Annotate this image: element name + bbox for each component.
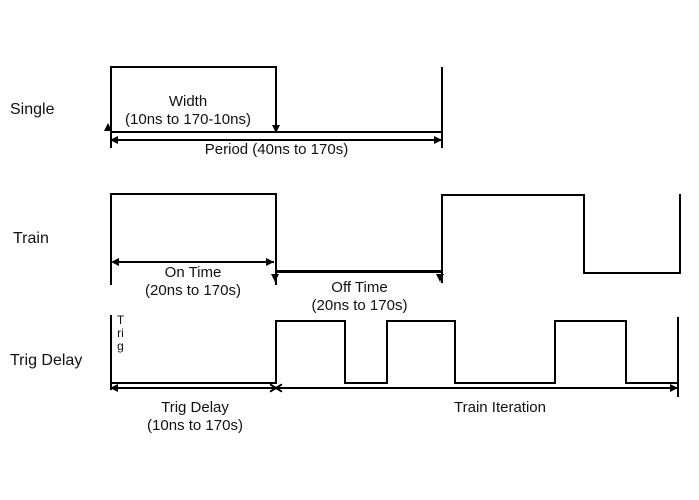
- single-falling-edge: [275, 66, 277, 133]
- width-annotation: Width (10ns to 170-10ns): [108, 93, 268, 129]
- trig-vertical-label: Trig: [116, 313, 125, 353]
- train-pulse2-top: [441, 194, 585, 196]
- period-arrow-line: [112, 139, 442, 141]
- train-pulse1-top: [110, 193, 277, 195]
- on-time-annotation-line2: (20ns to 170s): [145, 282, 241, 299]
- trig-pulse2-rise: [386, 320, 388, 384]
- off-time-annotation-line2: (20ns to 170s): [311, 297, 408, 314]
- trig-low1: [110, 382, 277, 384]
- single-pulse-top: [110, 66, 277, 68]
- single-rising-edge: [110, 66, 112, 148]
- trig-edge-line: [110, 315, 112, 390]
- trig-pulse1-fall: [344, 320, 346, 384]
- trig-right-edge: [677, 317, 679, 397]
- trig-delay-row-label: Trig Delay: [10, 352, 83, 369]
- trig-pulse1-top: [275, 320, 346, 322]
- trig-pulse2-fall: [454, 320, 456, 384]
- trig-pulse3-top: [554, 320, 627, 322]
- trig-delay-annotation: Trig Delay (10ns to 170s): [111, 399, 279, 435]
- train-iteration-annotation: Train Iteration: [454, 399, 546, 416]
- train-pulse3-rising-edge: [679, 194, 681, 274]
- width-annotation-line2: (10ns to 170-10ns): [125, 111, 251, 128]
- baseline-up-arrowhead-icon: [104, 123, 112, 131]
- on-time-arrowhead-right-icon: [266, 258, 274, 266]
- trig-dimension-line: [112, 387, 678, 389]
- single-row-label: Single: [10, 101, 55, 118]
- trig-pulse3-fall: [625, 320, 627, 384]
- off-time-arrowhead-left-icon: [271, 274, 279, 282]
- off-time-arrowhead-right-icon: [436, 274, 444, 282]
- period-annotation: Period (40ns to 170s): [204, 141, 349, 158]
- width-annotation-line1: Width: [168, 93, 208, 110]
- on-time-annotation-line1: On Time: [164, 264, 222, 281]
- on-time-arrow-line: [113, 261, 274, 263]
- train-pulse2-rising-edge: [441, 194, 443, 283]
- trig-low3: [454, 382, 556, 384]
- on-time-arrowhead-left-icon: [111, 258, 119, 266]
- trig-pulse1-rise: [275, 320, 277, 384]
- trig-pulse2-top: [386, 320, 456, 322]
- period-arrowhead-left-icon: [110, 136, 118, 144]
- trig-low4: [625, 382, 679, 384]
- train-off-baseline: [275, 270, 443, 273]
- train-row-label: Train: [13, 230, 49, 247]
- trig-low2: [344, 382, 388, 384]
- trig-delay-annotation-line2: (10ns to 170s): [147, 417, 243, 434]
- period-arrowhead-right-icon: [434, 136, 442, 144]
- train-baseline2: [583, 272, 681, 274]
- train-pulse1-rising-edge: [110, 193, 112, 285]
- trig-delay-arrowhead-left-icon: [110, 384, 118, 392]
- falling-edge-down-arrowhead-icon: [272, 125, 280, 133]
- train-pulse1-falling-edge: [275, 193, 277, 285]
- single-next-period-edge: [441, 67, 443, 148]
- off-time-annotation-line1: Off Time: [331, 279, 388, 296]
- train-pulse2-falling-edge: [583, 194, 585, 274]
- trig-pulse3-rise: [554, 320, 556, 384]
- trig-delay-annotation-line1: Trig Delay: [161, 399, 229, 416]
- train-iteration-arrowhead-right-icon: [670, 384, 678, 392]
- off-time-annotation: Off Time (20ns to 170s): [276, 279, 443, 315]
- on-time-annotation: On Time (20ns to 170s): [110, 264, 276, 300]
